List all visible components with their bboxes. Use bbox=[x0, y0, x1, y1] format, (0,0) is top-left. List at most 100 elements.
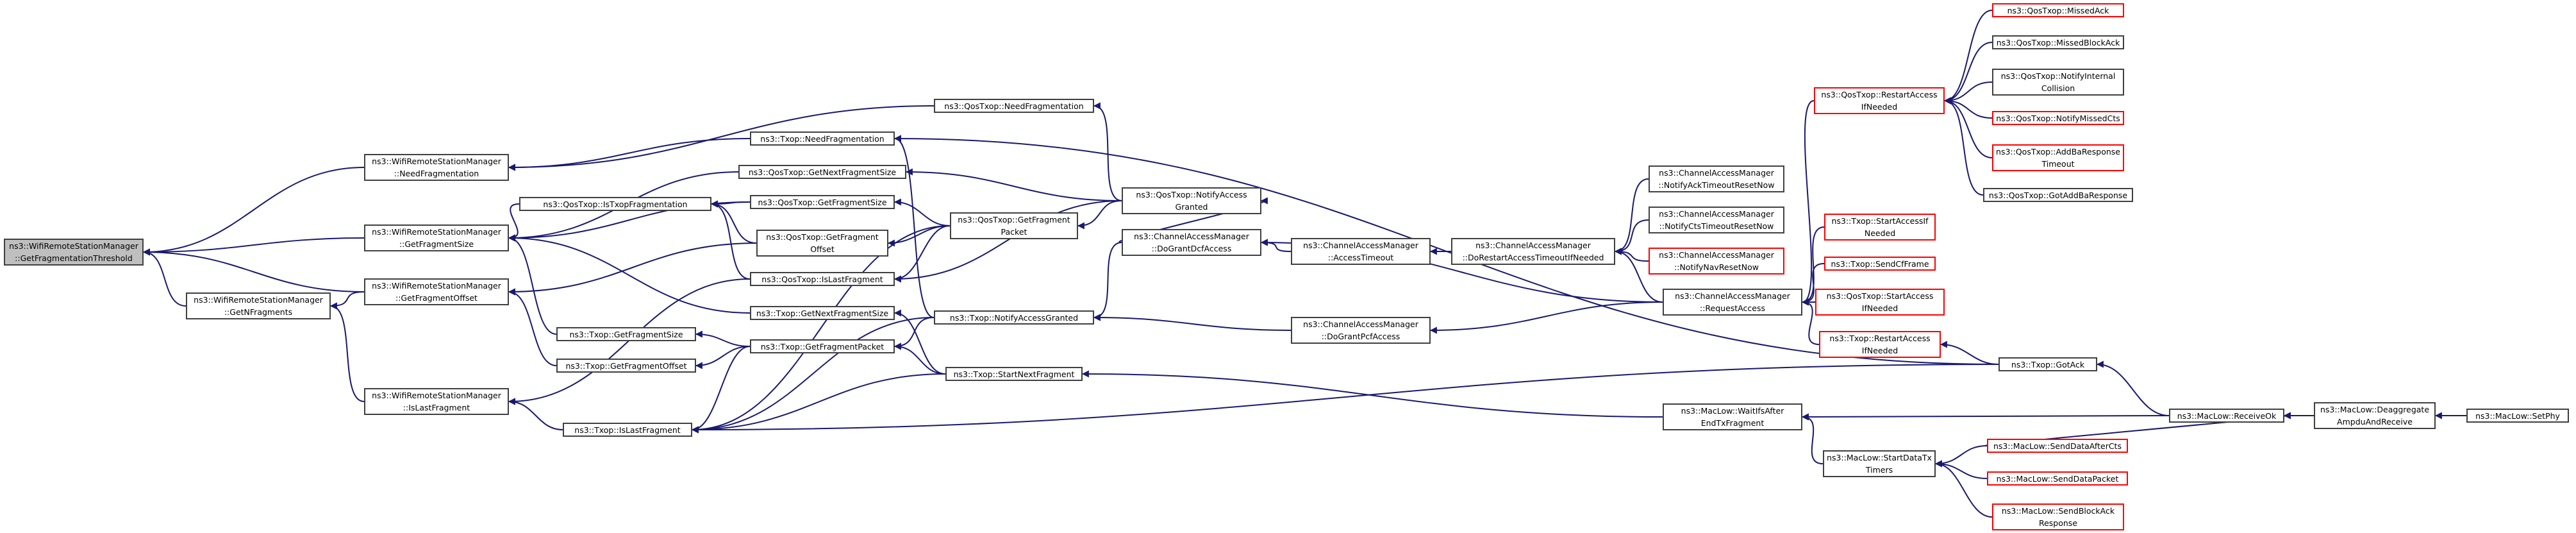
node-txop-getfragmentsize[interactable]: ns3::Txop::GetFragmentSize bbox=[556, 327, 696, 341]
edge-n37-to-n32 bbox=[1943, 97, 1993, 158]
edge-n27-to-n25 bbox=[1614, 219, 1649, 255]
edge-n15-to-n16 bbox=[691, 346, 751, 434]
node-txop-startnextfragment[interactable]: ns3::Txop::StartNextFragment bbox=[945, 367, 1083, 381]
edge-n19-to-n7 bbox=[905, 168, 1122, 201]
edge-n8-to-n2 bbox=[508, 203, 520, 242]
edge-n47-to-n31 bbox=[1934, 445, 1988, 468]
node-qostxop-istxopfragmentation[interactable]: ns3::QosTxop::IsTxopFragmentation bbox=[519, 197, 711, 211]
node-txop-sendcfframe[interactable]: ns3::Txop::SendCfFrame bbox=[1824, 257, 1936, 271]
node-wrsm-getfragmentsize[interactable]: ns3::WifiRemoteStationManager ::GetFragm… bbox=[364, 224, 509, 251]
node-qostxop-islastfragment[interactable]: ns3::QosTxop::IsLastFragment bbox=[750, 272, 895, 286]
edge-n14-to-n4 bbox=[508, 288, 557, 366]
edge-n4-to-n0 bbox=[142, 248, 365, 292]
edge-n33-to-n32 bbox=[1943, 10, 1993, 105]
edge-n39-to-n29 bbox=[1801, 226, 1825, 306]
edge-n40-to-n29 bbox=[1801, 263, 1825, 306]
edge-n19-to-n11 bbox=[893, 200, 1122, 283]
node-qostxop-restartaccessifneeded[interactable]: ns3::QosTxop::RestartAccess IfNeeded bbox=[1814, 87, 1945, 114]
node-qostxop-notifymissedcts[interactable]: ns3::QosTxop::NotifyMissedCts bbox=[1992, 111, 2124, 125]
node-getfragmentationthreshold[interactable]: ns3::WifiRemoteStationManager ::GetFragm… bbox=[4, 239, 144, 266]
node-wrsm-islastfragment[interactable]: ns3::WifiRemoteStationManager ::IsLastFr… bbox=[364, 388, 509, 415]
edge-n43-to-n16 bbox=[691, 364, 1999, 434]
edge-n23-to-n20 bbox=[1093, 314, 1292, 331]
node-qostxop-needfragmentation[interactable]: ns3::QosTxop::NeedFragmentation bbox=[934, 99, 1094, 113]
node-txop-getfragmentpacket[interactable]: ns3::Txop::GetFragmentPacket bbox=[750, 339, 895, 353]
edge-n17-to-n1 bbox=[508, 105, 935, 171]
node-txop-restartaccessifneeded[interactable]: ns3::Txop::RestartAccess IfNeeded bbox=[1819, 331, 1941, 358]
edge-n10-to-n8 bbox=[710, 200, 757, 244]
node-maclow-senddatapacket[interactable]: ns3::MacLow::SendDataPacket bbox=[1987, 471, 2128, 486]
edge-n18-to-n16 bbox=[691, 225, 951, 434]
node-wrsm-getfragmentoffset[interactable]: ns3::WifiRemoteStationManager ::GetFragm… bbox=[364, 278, 509, 305]
edge-n32-to-n29 bbox=[1801, 100, 1815, 306]
edge-n21-to-n16 bbox=[691, 373, 946, 434]
edge-n31-to-n30 bbox=[1801, 413, 1824, 464]
edge-n48-to-n31 bbox=[1934, 460, 1988, 479]
node-qostxop-getfragmentsize[interactable]: ns3::QosTxop::GetFragmentSize bbox=[750, 195, 895, 209]
node-txop-needfragmentation[interactable]: ns3::Txop::NeedFragmentation bbox=[750, 131, 895, 146]
node-qostxop-missedack[interactable]: ns3::QosTxop::MissedAck bbox=[1992, 3, 2124, 17]
node-cam-dorestartaccesstimeoutifneeded[interactable]: ns3::ChannelAccessManager ::DoRestartAcc… bbox=[1451, 238, 1615, 265]
edge-n13-to-n2 bbox=[508, 234, 557, 335]
node-qostxop-getfragmentpacket[interactable]: ns3::QosTxop::GetFragment Packet bbox=[950, 212, 1078, 239]
edge-n2-to-n0 bbox=[142, 237, 365, 256]
edge-n3-to-n0 bbox=[142, 248, 187, 307]
node-cam-dograntpcfaccess[interactable]: ns3::ChannelAccessManager ::DoGrantPcfAc… bbox=[1291, 317, 1431, 344]
node-maclow-setphy[interactable]: ns3::MacLow::SetPhy bbox=[2466, 409, 2569, 423]
node-maclow-sendblockackresponse[interactable]: ns3::MacLow::SendBlockAck Response bbox=[1992, 503, 2124, 530]
edge-n20-to-n16 bbox=[691, 317, 935, 434]
edge-n28-to-n25 bbox=[1614, 248, 1649, 262]
edge-n44-to-n43 bbox=[2096, 360, 2170, 416]
edge-n18-to-n9 bbox=[893, 198, 951, 226]
node-cam-accesstimeout[interactable]: ns3::ChannelAccessManager ::AccessTimeou… bbox=[1291, 238, 1431, 265]
node-txop-islastfragment[interactable]: ns3::Txop::IsLastFragment bbox=[563, 423, 692, 437]
edge-n24-to-n22 bbox=[1260, 239, 1292, 252]
edge-n5-to-n3 bbox=[329, 302, 365, 402]
node-txop-getnextfragmentsize[interactable]: ns3::Txop::GetNextFragmentSize bbox=[750, 306, 895, 320]
edge-n11-to-n8 bbox=[710, 200, 751, 280]
node-qostxop-notifyinternalcollision[interactable]: ns3::QosTxop::NotifyInternal Collision bbox=[1992, 69, 2124, 96]
edge-n21-to-n12 bbox=[893, 309, 946, 375]
node-txop-getfragmentoffset[interactable]: ns3::Txop::GetFragmentOffset bbox=[556, 359, 696, 373]
edge-n30-to-n21 bbox=[1081, 370, 1663, 418]
edge-n20-to-n6 bbox=[893, 135, 935, 318]
node-maclow-senddataaftercts[interactable]: ns3::MacLow::SendDataAfterCts bbox=[1987, 439, 2128, 453]
node-cam-notifyacktimeoutresetnow[interactable]: ns3::ChannelAccessManager ::NotifyAckTim… bbox=[1649, 165, 1784, 192]
node-wrsm-getnfragments[interactable]: ns3::WifiRemoteStationManager ::GetNFrag… bbox=[186, 292, 331, 319]
edge-n1-to-n0 bbox=[142, 167, 365, 256]
edge-n22-to-n20 bbox=[1093, 242, 1122, 321]
edge-n26-to-n25 bbox=[1614, 178, 1649, 255]
node-maclow-deaggregateampduandreceive[interactable]: ns3::MacLow::Deaggregate AmpduAndReceive bbox=[2314, 402, 2436, 429]
node-cam-requestaccess[interactable]: ns3::ChannelAccessManager ::RequestAcces… bbox=[1663, 289, 1802, 316]
edge-n4-to-n3 bbox=[329, 291, 365, 310]
edge-n15-to-n14 bbox=[695, 346, 751, 369]
edge-n10-to-n4 bbox=[508, 242, 757, 296]
edge-n20-to-n15 bbox=[893, 317, 935, 350]
node-qostxop-startaccessifneeded[interactable]: ns3::QosTxop::StartAccess IfNeeded bbox=[1815, 289, 1945, 316]
node-qostxop-getfragmentoffset[interactable]: ns3::QosTxop::GetFragment Offset bbox=[756, 230, 888, 257]
node-qostxop-addbaresponsetimeout[interactable]: ns3::QosTxop::AddBaResponse Timeout bbox=[1992, 144, 2124, 171]
edge-n38-to-n32 bbox=[1943, 97, 1984, 196]
node-maclow-waitifsafterendtxfragment[interactable]: ns3::MacLow::WaitIfsAfter EndTxFragment bbox=[1663, 403, 1802, 430]
edge-n43-to-n42 bbox=[1940, 341, 1999, 365]
edge-n29-to-n23 bbox=[1429, 301, 1663, 334]
node-maclow-receiveok[interactable]: ns3::MacLow::ReceiveOk bbox=[2169, 409, 2284, 423]
node-qostxop-notifyaccessgranted[interactable]: ns3::QosTxop::NotifyAccess Granted bbox=[1122, 187, 1261, 214]
node-cam-notifyctstimeoutresetnow[interactable]: ns3::ChannelAccessManager ::NotifyCtsTim… bbox=[1649, 207, 1784, 233]
node-qostxop-missedblockack[interactable]: ns3::QosTxop::MissedBlockAck bbox=[1992, 35, 2124, 49]
node-qostxop-gotaddbaresponse[interactable]: ns3::QosTxop::GotAddBaResponse bbox=[1983, 188, 2133, 202]
edge-n12-to-n2 bbox=[508, 234, 751, 314]
edge-n49-to-n31 bbox=[1934, 460, 1993, 518]
node-txop-startaccessifneeded[interactable]: ns3::Txop::StartAccessIf Needed bbox=[1824, 214, 1936, 241]
edge-n35-to-n32 bbox=[1943, 81, 1993, 105]
node-maclow-startdatatxtimers[interactable]: ns3::MacLow::StartDataTx Timers bbox=[1823, 450, 1936, 477]
node-wrsm-needfragmentation[interactable]: ns3::WifiRemoteStationManager ::NeedFrag… bbox=[364, 154, 509, 181]
edge-n19-to-n17 bbox=[1093, 102, 1122, 201]
node-txop-notifyaccessgranted[interactable]: ns3::Txop::NotifyAccessGranted bbox=[934, 310, 1094, 325]
node-cam-notifynavresetnow[interactable]: ns3::ChannelAccessManager ::NotifyNavRes… bbox=[1649, 248, 1784, 275]
node-txop-gotack[interactable]: ns3::Txop::GotAck bbox=[1998, 357, 2097, 371]
node-qostxop-getnextfragmentsize[interactable]: ns3::QosTxop::GetNextFragmentSize bbox=[738, 165, 906, 179]
edge-n9-to-n8 bbox=[710, 200, 751, 208]
node-cam-dograntdcfaccess[interactable]: ns3::ChannelAccessManager ::DoGrantDcfAc… bbox=[1122, 229, 1261, 256]
